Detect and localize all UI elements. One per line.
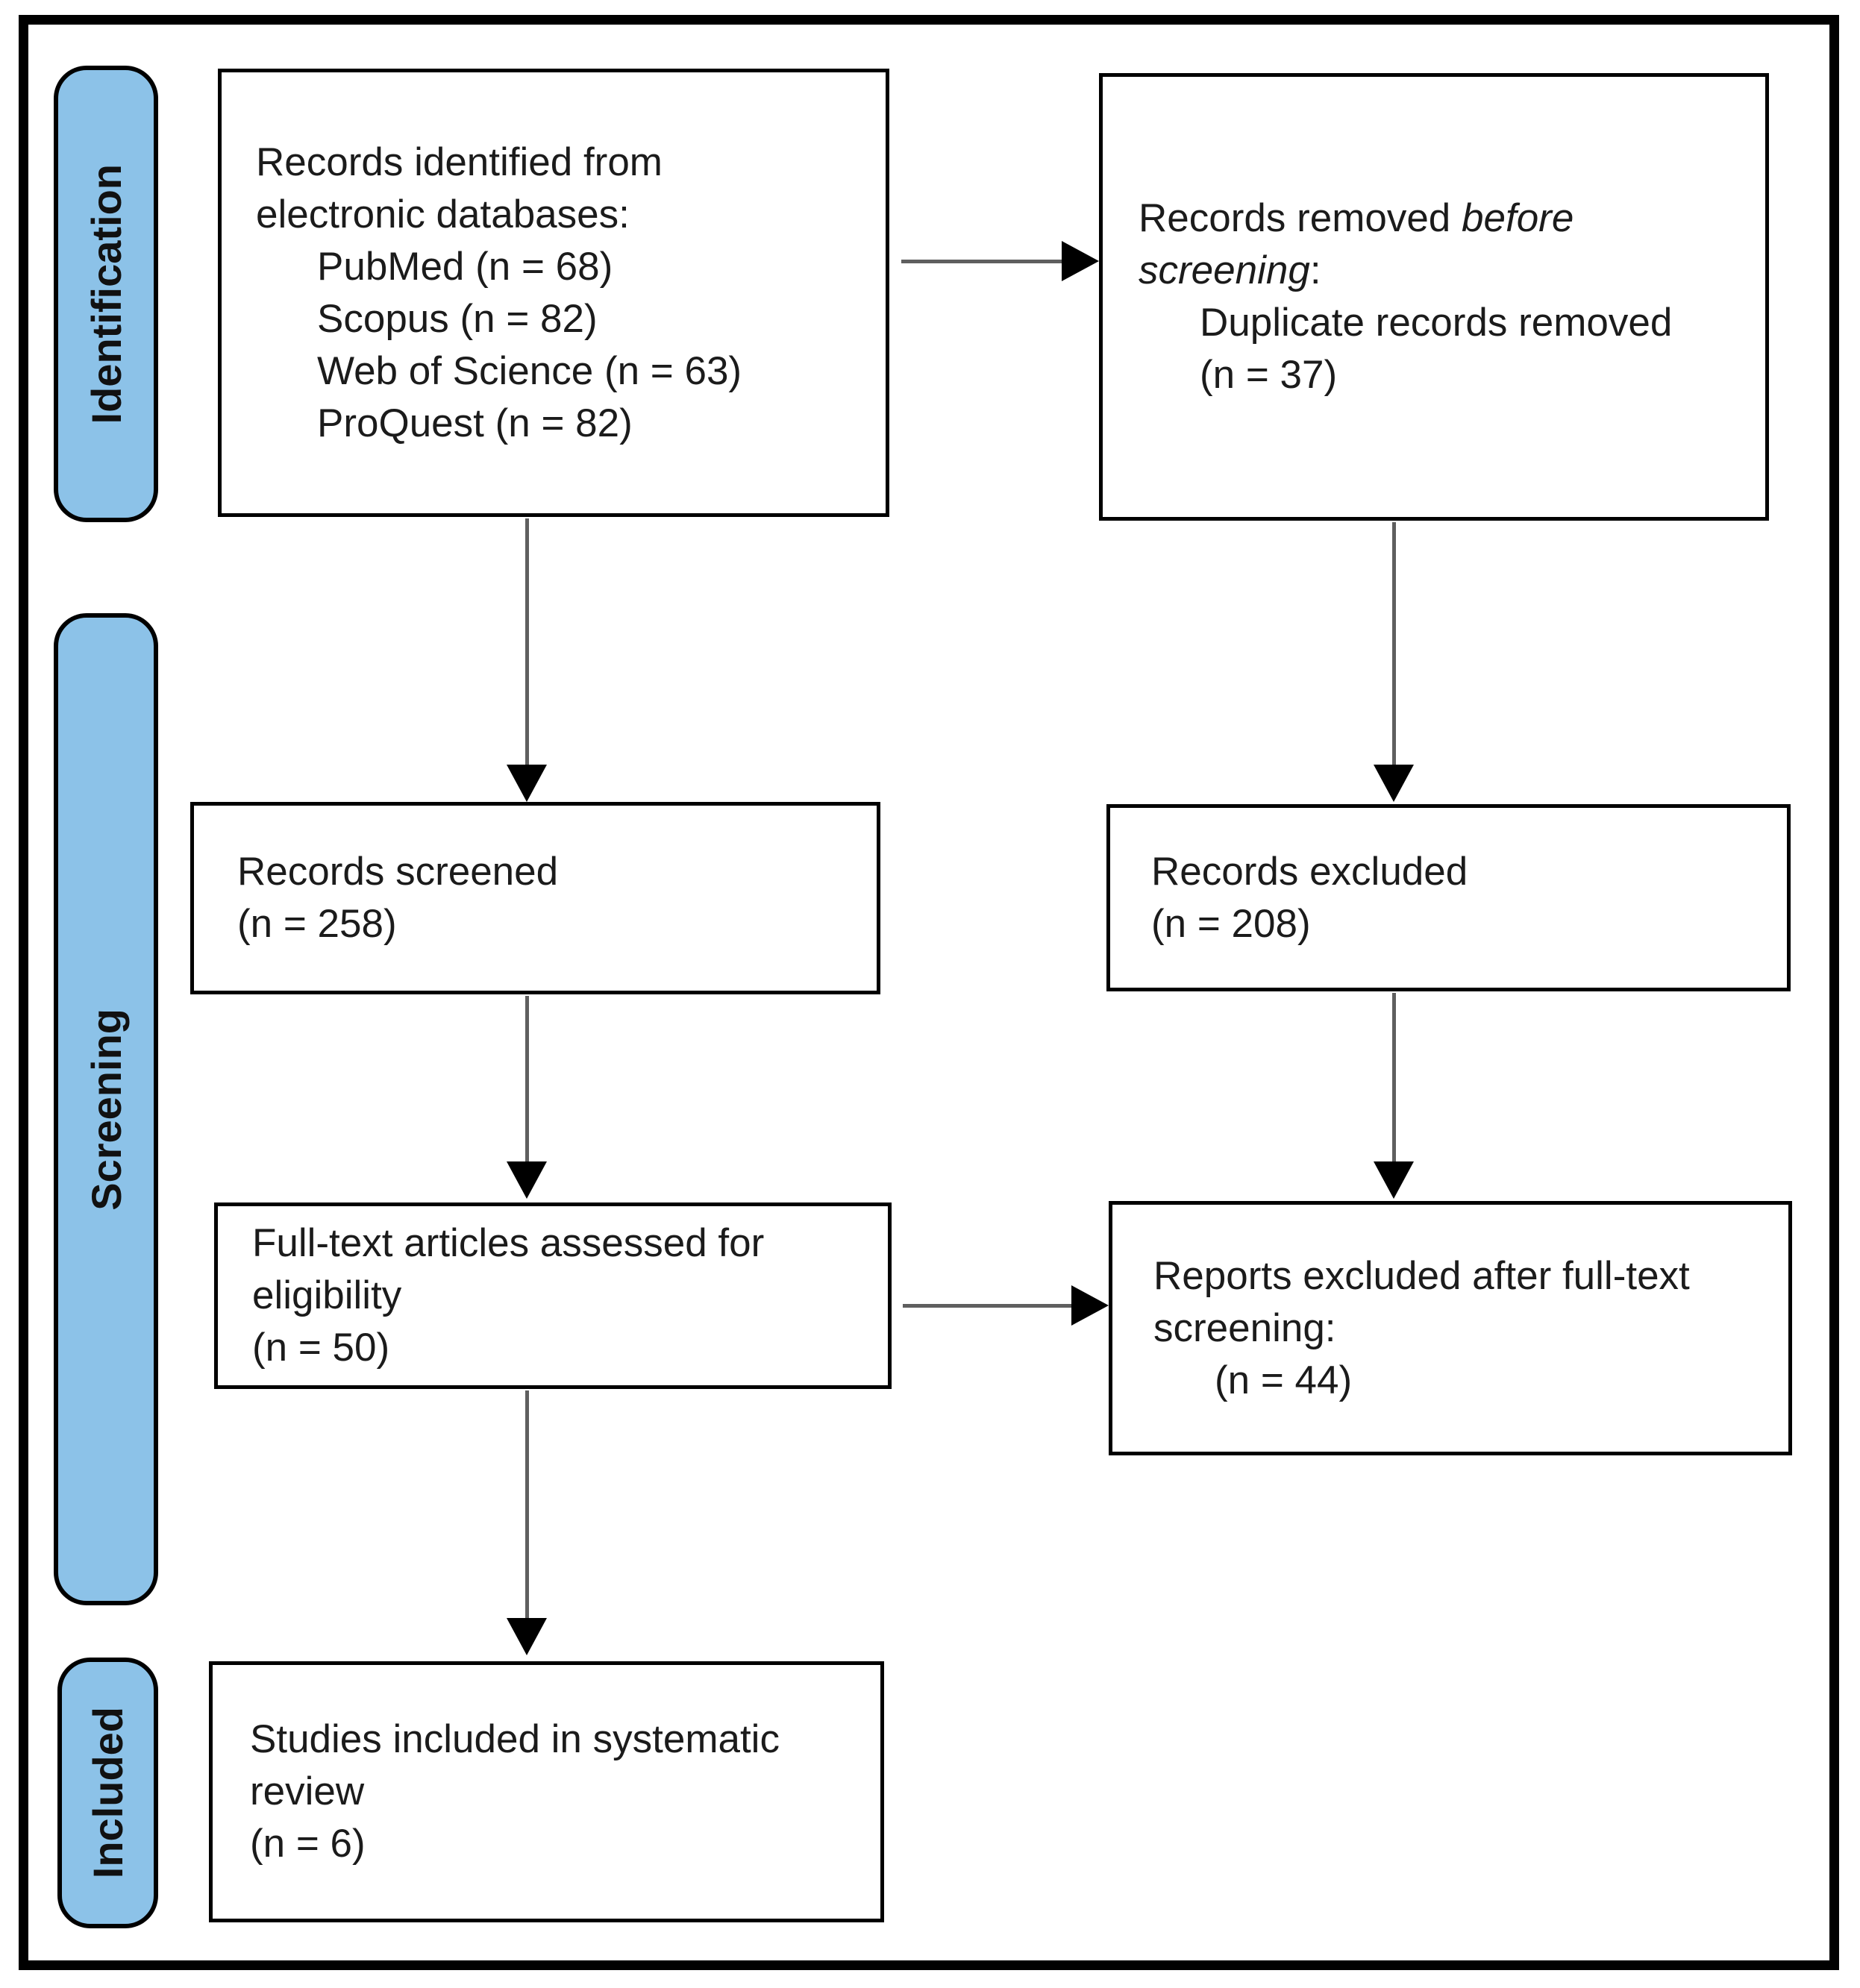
box-line-text: Records removed [1139, 196, 1462, 240]
box-line-count: (n = 37) [1200, 353, 1338, 397]
box-line: Full-text articles assessed for [252, 1221, 765, 1265]
stage-label-identification: Identification [54, 66, 158, 522]
box-line-count: (n = 6) [250, 1822, 366, 1866]
arrow-head-down-icon [507, 1161, 547, 1199]
arrow-head-down-icon [507, 765, 547, 802]
box-studies-included: Studies included in systematic review (n… [209, 1661, 884, 1922]
box-line: screening: [1153, 1305, 1336, 1350]
box-line-text: : [1309, 248, 1321, 292]
arrow-shaft [525, 518, 529, 765]
stage-label-included-text: Included [84, 1707, 131, 1879]
box-line-italic: screening [1139, 248, 1310, 292]
box-line: Records removed before [1139, 192, 1743, 245]
arrow-head-down-icon [507, 1618, 547, 1655]
box-line-count: (n = 44) [1215, 1358, 1353, 1402]
box-line: eligibility [252, 1273, 402, 1317]
box-line-database-web-of-science: Web of Science (n = 63) [317, 348, 742, 393]
box-line: Records identified from [256, 139, 663, 184]
box-records-removed: Records removed before screening: Duplic… [1099, 73, 1769, 521]
stage-label-included: Included [57, 1658, 158, 1928]
box-fulltext-assessed: Full-text articles assessed for eligibil… [214, 1202, 892, 1389]
box-line: electronic databases: [256, 192, 630, 236]
box-line-database-proquest: ProQuest (n = 82) [317, 401, 633, 445]
arrow-shaft [903, 1304, 1071, 1308]
box-line: screening: [1139, 245, 1743, 297]
box-line-count: (n = 258) [237, 902, 397, 946]
box-line: Records screened [237, 850, 559, 894]
box-reports-excluded: Reports excluded after full-text screeni… [1109, 1201, 1792, 1455]
box-line-count: (n = 50) [252, 1326, 390, 1370]
box-line: Studies included in systematic [250, 1717, 780, 1761]
stage-label-screening: Screening [54, 613, 158, 1605]
box-line-count: (n = 208) [1151, 901, 1311, 946]
diagram-outer-border [19, 15, 1839, 1970]
stage-label-identification-text: Identification [82, 163, 130, 424]
stage-label-screening-text: Screening [82, 1008, 130, 1211]
arrow-shaft [1392, 993, 1396, 1161]
box-records-screened: Records screened (n = 258) [190, 802, 880, 994]
box-records-identified: Records identified from electronic datab… [218, 69, 889, 517]
box-line: Records excluded [1151, 849, 1468, 894]
arrow-shaft [1392, 522, 1396, 765]
arrow-head-down-icon [1374, 765, 1414, 802]
box-line-database-scopus: Scopus (n = 82) [317, 296, 598, 341]
arrow-shaft [525, 996, 529, 1161]
box-line-duplicates: Duplicate records removed [1200, 301, 1673, 345]
box-records-excluded: Records excluded (n = 208) [1106, 804, 1791, 991]
arrow-head-down-icon [1374, 1161, 1414, 1199]
arrow-head-right-icon [1071, 1285, 1109, 1326]
arrow-shaft [901, 260, 1062, 263]
arrow-shaft [525, 1390, 529, 1618]
arrow-head-right-icon [1062, 241, 1099, 281]
box-line-italic: before [1462, 196, 1574, 240]
box-line: Reports excluded after full-text [1153, 1253, 1690, 1298]
box-line: review [250, 1769, 365, 1813]
box-line-database-pubmed: PubMed (n = 68) [317, 244, 613, 289]
